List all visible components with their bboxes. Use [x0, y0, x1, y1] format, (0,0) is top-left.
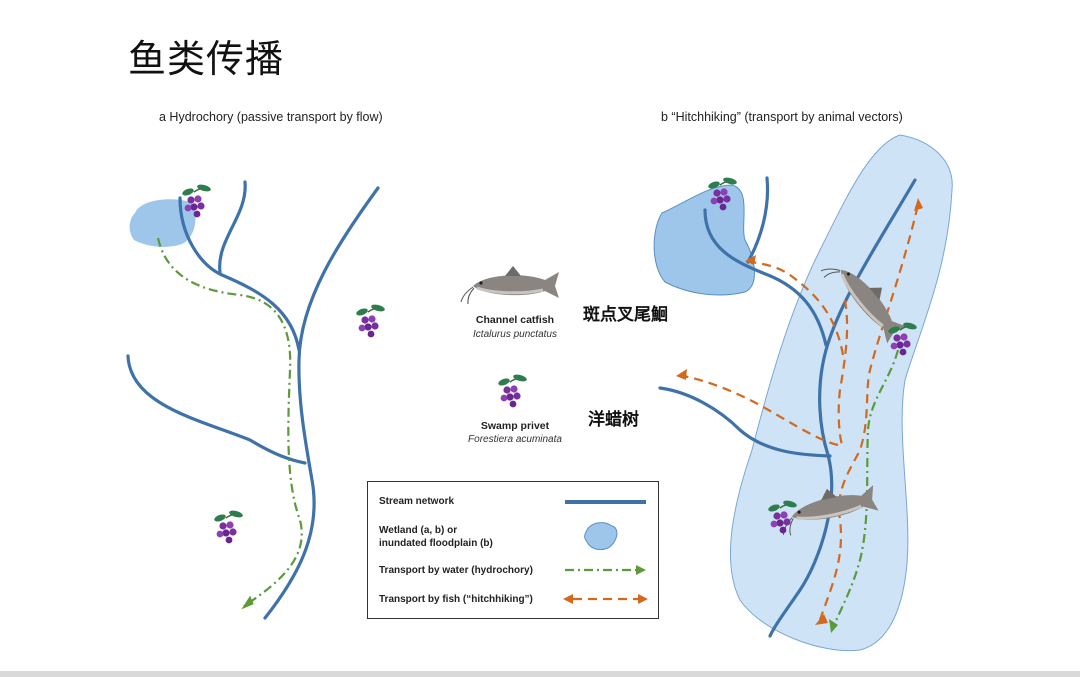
stream-a-branch-upper [218, 180, 247, 274]
catfish-scientific-name: Ictalurus punctatus [473, 329, 557, 340]
fish-arrow-b4 [837, 299, 849, 446]
wetland-b [653, 184, 755, 296]
stream-b-branch-upper [703, 208, 828, 347]
privet-berries-a2 [354, 302, 387, 339]
fish-arrow-b3 [682, 374, 839, 447]
slide-title: 鱼类传播 [128, 37, 285, 81]
wetland-a [129, 199, 196, 247]
fish-arrow-b1 [818, 204, 920, 621]
privet-berries-a3 [212, 508, 245, 545]
legend-symbols [563, 500, 648, 604]
privet-scientific-name: Forestiera acuminata [468, 434, 562, 445]
legend-stream-label: Stream network [379, 496, 455, 507]
panel-b-caption: b “Hitchhiking” (transport by animal vec… [661, 110, 903, 124]
legend-box: Stream network Wetland (a, b) or inundat… [367, 481, 659, 619]
legend-fish-label: Transport by fish (“hitchhiking”) [379, 594, 533, 605]
legend-wetland-label-1: Wetland (a, b) or [379, 525, 458, 536]
stream-b-branch-lower [658, 386, 832, 458]
catfish-chinese-name: 斑点叉尾鮰 [583, 305, 668, 325]
privet-chinese-name: 洋蜡树 [588, 410, 639, 430]
privet-illustration [496, 372, 529, 409]
catfish-illustration [459, 264, 561, 306]
panel-a-caption: a Hydrochory (passive transport by flow) [159, 110, 383, 124]
stream-a-branch-lower [126, 354, 307, 465]
stream-a-main [263, 186, 380, 620]
water-arrow-b [831, 349, 900, 629]
bottom-bar [0, 671, 1080, 677]
legend-water-label: Transport by water (hydrochory) [379, 565, 533, 576]
privet-common-name: Swamp privet [480, 420, 550, 432]
water-arrow-a [156, 237, 303, 608]
floodplain-b [730, 134, 953, 652]
stream-b-branch-right [746, 176, 770, 264]
legend-wetland-symbol [584, 522, 618, 551]
fish-arrow-b2 [751, 260, 845, 356]
stream-a-branch-left [178, 196, 301, 352]
catfish-common-name: Channel catfish [475, 314, 555, 326]
legend-wetland-label-2: inundated floodplain (b) [379, 538, 493, 549]
